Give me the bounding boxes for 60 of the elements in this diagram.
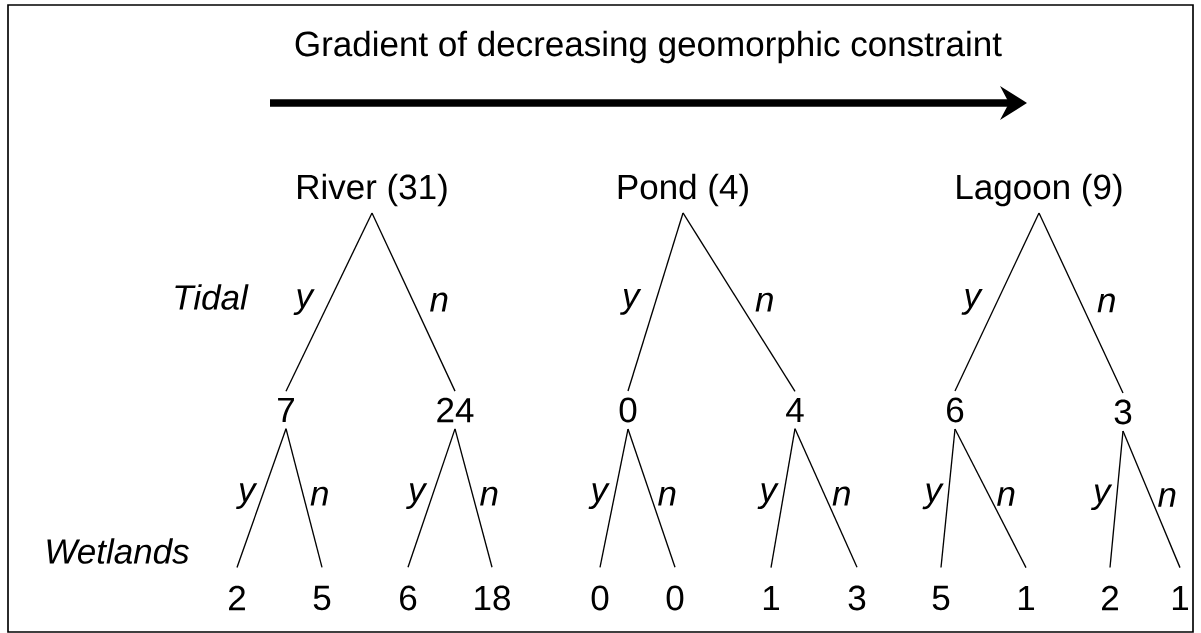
count-text: River (31) bbox=[298, 173, 447, 207]
count-text: 5 bbox=[313, 585, 331, 611]
branch-line bbox=[954, 212, 1040, 392]
count-text: 6 bbox=[947, 397, 964, 423]
branch-line bbox=[285, 428, 323, 569]
branch-label: n bbox=[430, 292, 448, 312]
count-text: 2 bbox=[1102, 585, 1118, 611]
count-text: 6 bbox=[400, 585, 417, 611]
branch-label: n bbox=[832, 486, 850, 506]
branch-label: y bbox=[961, 289, 983, 315]
branch-label: y bbox=[757, 483, 779, 510]
branch-line bbox=[371, 212, 456, 392]
branch-line bbox=[1109, 430, 1124, 569]
count-text: 24 bbox=[437, 397, 474, 423]
count-text: 5 bbox=[932, 585, 950, 611]
branch-label: n bbox=[755, 292, 773, 312]
row-label: Tidal bbox=[175, 284, 249, 310]
branch-label: y bbox=[236, 483, 258, 509]
count-text: 0 bbox=[619, 397, 637, 423]
count-text: Lagoon (9) bbox=[957, 173, 1122, 207]
branch-line bbox=[454, 428, 493, 568]
title: Gradient of decreasing geomorphic constraint bbox=[295, 30, 1002, 64]
branch-label: y bbox=[588, 483, 610, 510]
branch-line bbox=[407, 428, 456, 568]
branch-label: n bbox=[1158, 487, 1176, 507]
count-text: 2 bbox=[229, 585, 245, 611]
branch-label: y bbox=[293, 289, 315, 315]
branch-label: n bbox=[1097, 293, 1115, 313]
count-text: 1 bbox=[1172, 585, 1188, 611]
branch-line bbox=[682, 212, 796, 392]
count-text: 0 bbox=[666, 585, 684, 611]
row-label: Wetlands bbox=[47, 538, 189, 564]
branch-line bbox=[1038, 212, 1124, 394]
count-text: 4 bbox=[786, 397, 804, 423]
branch-line bbox=[285, 212, 373, 392]
branch-label: y bbox=[922, 483, 944, 510]
branch-label: n bbox=[997, 486, 1015, 506]
branch-line bbox=[940, 428, 956, 569]
count-text: 1 bbox=[763, 585, 779, 611]
count-text: Pond (4) bbox=[618, 173, 748, 207]
count-text: 3 bbox=[848, 585, 866, 611]
branch-line bbox=[794, 428, 858, 568]
branch-line bbox=[627, 428, 676, 568]
count-text: 0 bbox=[591, 585, 609, 611]
branch-line bbox=[627, 212, 684, 392]
branch-label: n bbox=[658, 486, 676, 506]
count-text: 1 bbox=[1018, 585, 1034, 611]
branch-line bbox=[770, 428, 796, 569]
branch-label: y bbox=[620, 289, 642, 315]
branch-line bbox=[236, 428, 287, 569]
branch-label: n bbox=[310, 486, 328, 506]
branch-line bbox=[1122, 430, 1181, 569]
branch-line bbox=[954, 428, 1027, 569]
branch-label: y bbox=[406, 483, 428, 509]
branch-line bbox=[599, 428, 629, 568]
count-text: 3 bbox=[1114, 399, 1132, 425]
count-text: 7 bbox=[278, 397, 294, 423]
branch-label: y bbox=[1091, 484, 1113, 511]
count-text: 18 bbox=[475, 585, 510, 611]
branch-label: n bbox=[480, 486, 498, 506]
